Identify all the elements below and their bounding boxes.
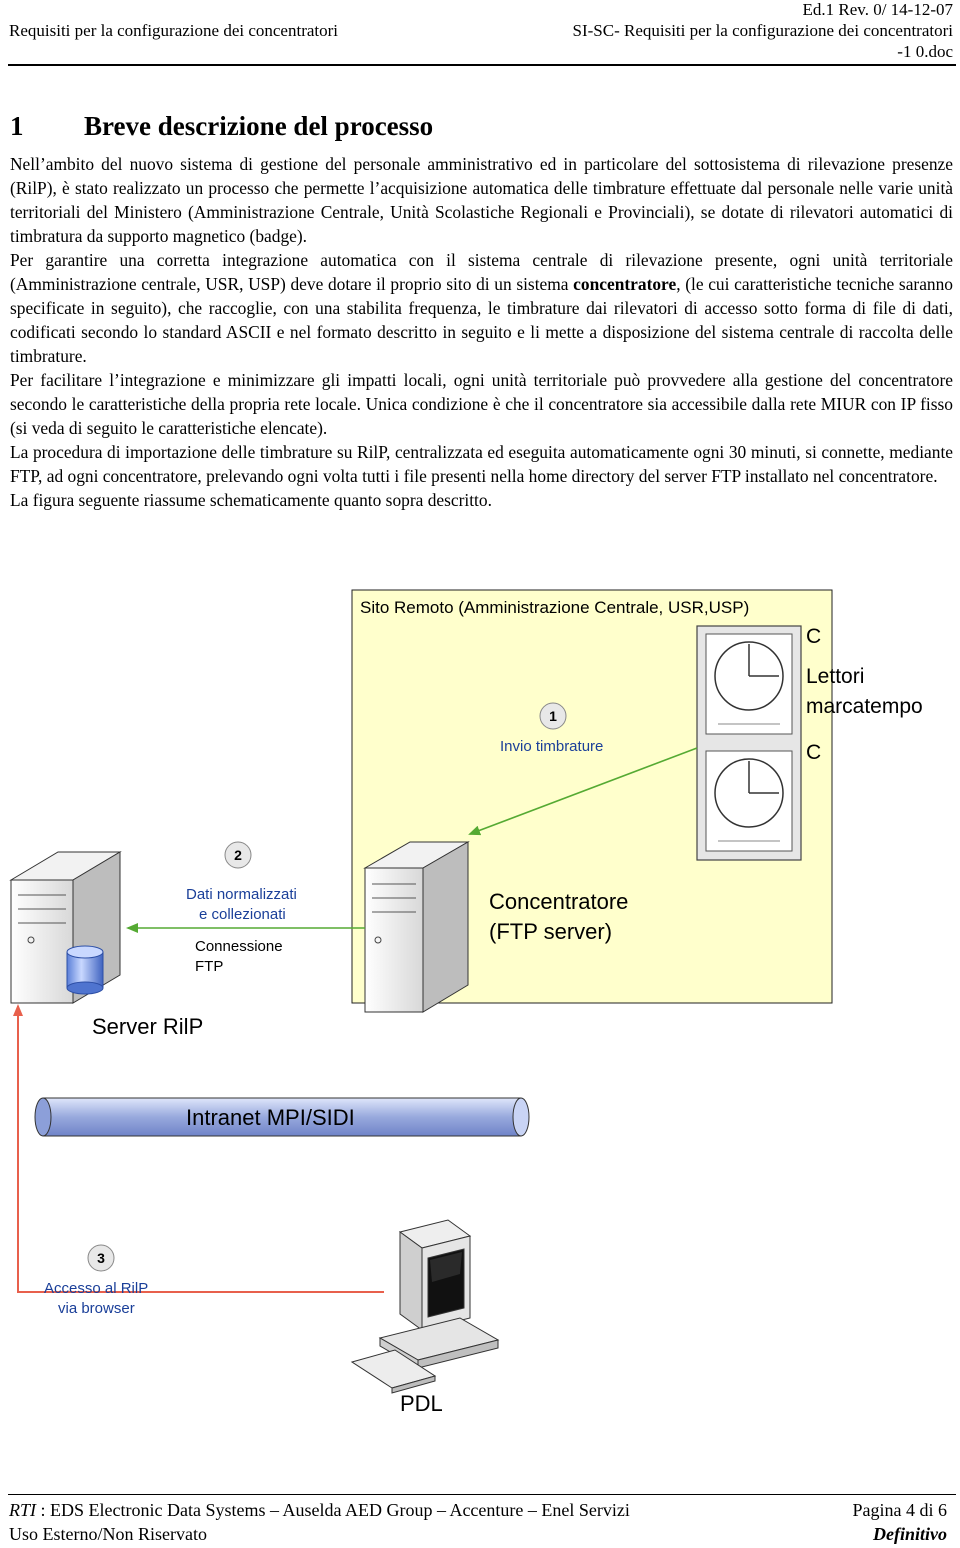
intranet-pipe xyxy=(34,1097,530,1137)
pdl-label: PDL xyxy=(400,1391,443,1416)
ftp-connection-line2: FTP xyxy=(195,958,223,975)
database-icon xyxy=(66,945,104,995)
footer-rti: RTI : EDS Electronic Data Systems – Ause… xyxy=(9,1499,630,1521)
header-document-suffix: -1 0.doc xyxy=(897,42,953,61)
footer-page-number: Pagina 4 di 6 xyxy=(852,1500,948,1520)
concentratore-term: concentratore xyxy=(573,274,677,294)
readers-label-line2: marcatempo xyxy=(806,695,923,718)
section-heading: 1 Breve descrizione del processo xyxy=(10,110,433,142)
section-number: 1 xyxy=(10,111,24,141)
paragraph-1: Nell’ambito del nuovo sistema di gestion… xyxy=(10,154,953,246)
footer-rti-label: RTI xyxy=(9,1500,36,1520)
body-text: Nell’ambito del nuovo sistema di gestion… xyxy=(10,152,953,512)
ftp-connection-line1: Connessione xyxy=(195,938,283,955)
paragraph-3: Per facilitare l’integrazione e minimizz… xyxy=(10,370,953,438)
footer-rti-text: : EDS Electronic Data Systems – Auselda … xyxy=(36,1500,630,1520)
step-2-number: 2 xyxy=(234,847,242,863)
concentrator-server-icon xyxy=(363,841,470,1013)
paragraph-4: La procedura di importazione delle timbr… xyxy=(10,442,953,486)
header-document-name: SI-SC- Requisiti per la configurazione d… xyxy=(572,21,954,40)
time-readers-icon xyxy=(696,625,802,861)
step-2-badge xyxy=(224,841,252,869)
workstation-icon xyxy=(350,1219,500,1394)
step-3-number: 3 xyxy=(97,1250,105,1266)
paragraph-5: La figura seguente riassume schematicame… xyxy=(10,490,492,510)
footer-usage: Uso Esterno/Non Riservato xyxy=(9,1524,207,1544)
browser-access-arrow xyxy=(13,1004,384,1293)
step-3-label-line1: Accesso al RilP xyxy=(44,1280,148,1297)
header-left-title: Requisiti per la configurazione dei conc… xyxy=(9,21,339,40)
send-timbrature-arrow xyxy=(468,747,698,836)
step-3-badge xyxy=(87,1244,115,1272)
concentrator-label-line1: Concentratore xyxy=(489,889,628,914)
step-2-label-line1: Dati normalizzati xyxy=(186,886,297,903)
rilp-server-icon xyxy=(9,851,122,1004)
step-1-badge xyxy=(539,702,567,730)
step-3-label-line2: via browser xyxy=(58,1300,135,1317)
reader-c-top: C xyxy=(806,625,821,648)
paragraph-2: Per garantire una corretta integrazione … xyxy=(10,250,954,366)
intranet-label: Intranet MPI/SIDI xyxy=(186,1105,355,1130)
header-edition: Ed.1 Rev. 0/ 14-12-07 xyxy=(802,0,953,19)
header-rule xyxy=(8,64,956,66)
server-rilp-label: Server RilP xyxy=(92,1014,203,1039)
section-title: Breve descrizione del processo xyxy=(84,111,434,141)
concentrator-label-line2: (FTP server) xyxy=(489,919,612,944)
footer-status: Definitivo xyxy=(873,1524,947,1544)
step-2-label-line2: e collezionati xyxy=(199,906,286,923)
remote-site-label: Sito Remoto (Amministrazione Centrale, U… xyxy=(360,598,749,617)
step-1-label: Invio timbrature xyxy=(500,738,603,755)
process-diagram: Sito Remoto (Amministrazione Centrale, U… xyxy=(9,589,923,1416)
footer-rule xyxy=(8,1494,956,1495)
readers-label-line1: Lettori xyxy=(806,665,864,688)
reader-c-bottom: C xyxy=(806,741,821,764)
step-1-number: 1 xyxy=(549,708,557,724)
